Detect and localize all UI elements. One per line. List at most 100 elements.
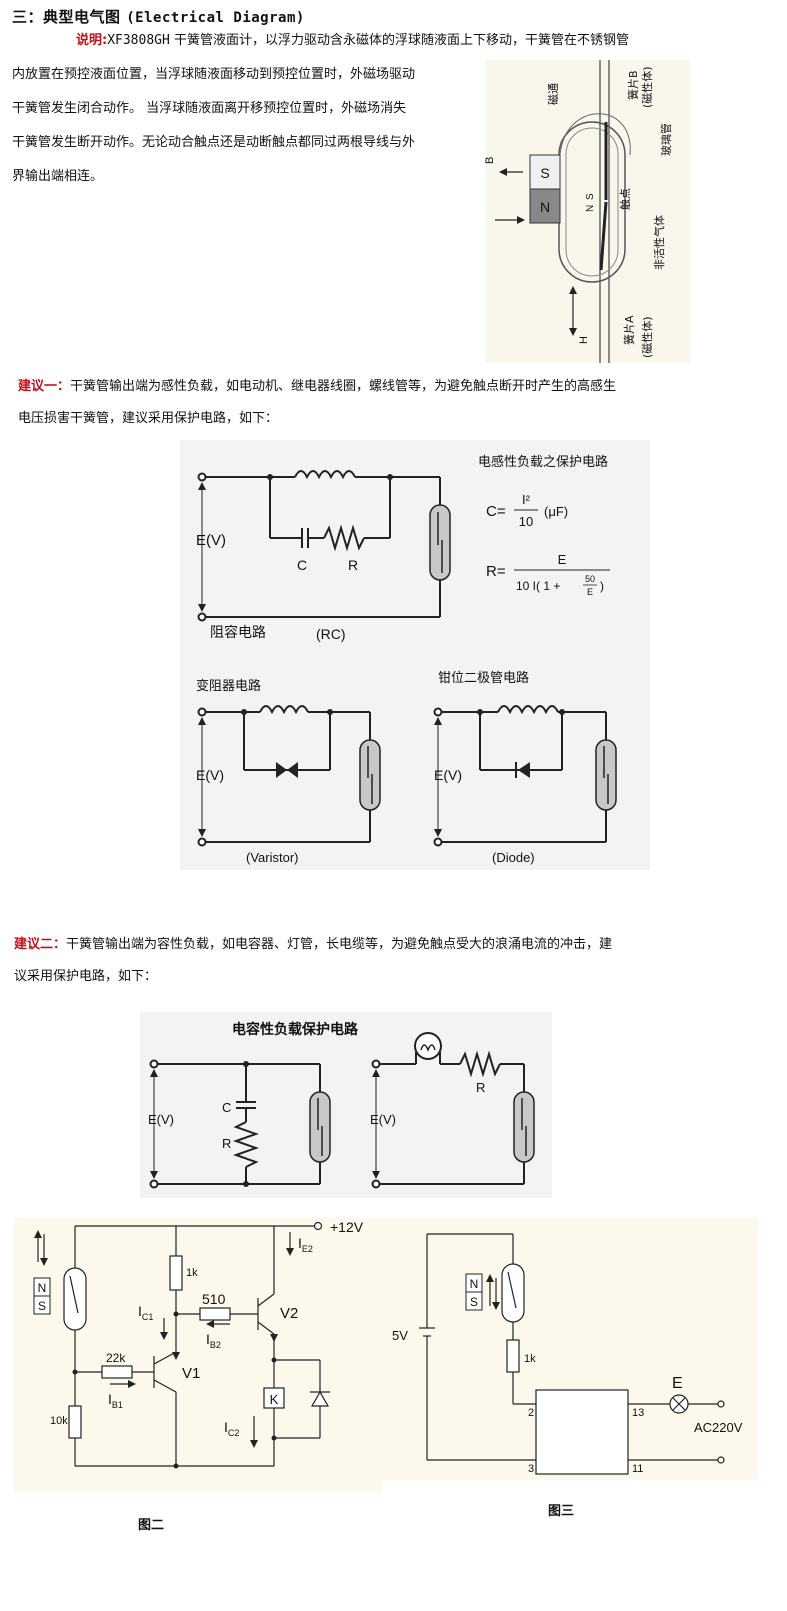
fig2-r10k: 10k (50, 1415, 68, 1427)
section-title-en: (Electrical Diagram) (126, 10, 305, 26)
cap-ev-label-2: E(V) (370, 1112, 396, 1127)
rc-r-label: R (348, 557, 358, 573)
intro-line-2: 内放置在预控液面位置，当浮球随液面移动到预控位置时，外磁场驱动 (12, 67, 416, 82)
fig2-magnet-icon (33, 1277, 51, 1315)
diode-en-label: (Diode) (492, 850, 535, 865)
cap-reed-icon-2 (513, 1091, 535, 1163)
gas-label: 非活性气体 (652, 215, 666, 270)
cap-ev-label-1: E(V) (148, 1112, 174, 1127)
cap-r-label-2: R (476, 1080, 485, 1095)
suggestion2-line-1: 建议二：干簧管输出端为容性负载，如电容器、灯管，长电缆等，为避免触点受大的浪涌电… (14, 932, 612, 958)
diode-ev-label: E(V) (434, 767, 462, 783)
fig2-magnet-n: N (38, 1281, 47, 1295)
fig2-caption: 图二 (138, 1518, 165, 1533)
diode-icon (515, 762, 530, 778)
varistor-ev-label: E(V) (196, 767, 224, 783)
figure-2-circuit: N S +12V IE2 1k 510 IC1 IB2 V2 22k IB1 V… (14, 1218, 382, 1492)
fig2-r1k: 1k (186, 1267, 198, 1279)
magnet-n (529, 188, 561, 224)
contact-label: 触点 (618, 188, 632, 210)
cap-r-label: R (222, 1136, 231, 1151)
suggestion2-line-2: 议采用保护电路，如下： (14, 969, 158, 984)
varistor-cn-label: 变阻器电路 (196, 678, 261, 694)
formula-r-close: ) (600, 579, 604, 593)
fig2-v2: V2 (280, 1305, 298, 1322)
reed-b-label: 簧片B (626, 70, 640, 100)
fig2-supply: +12V (330, 1219, 364, 1235)
fig3-lamp-label: E (672, 1375, 683, 1392)
figure-3-circuit: N S 5V 1k 2 3 13 11 E AC220V (382, 1218, 758, 1480)
formula-r-frac-den: E (587, 587, 593, 597)
formula-c-num: I² (522, 492, 531, 507)
inductive-title: 电感性负载之保护电路 (478, 454, 608, 470)
fig2-ib2: IB2 (206, 1331, 221, 1350)
fig2-r22k: 22k (106, 1351, 126, 1365)
fig3-pin2: 2 (528, 1407, 534, 1419)
fig3-pin13: 13 (632, 1407, 644, 1419)
inductive-protection-figure: E(V) C R 阻容电路 (RC) 电感性负载之保护电路 C= I² 10 (… (180, 440, 650, 870)
fig2-v1: V1 (182, 1365, 200, 1382)
fig3-caption: 图三 (548, 1504, 575, 1519)
intro-line-1: 说明:XF3808GH 干簧管液面计，以浮力驱动含永磁体的浮球随液面上下移动，干… (76, 28, 716, 54)
capacitive-protection-figure: 电容性负载保护电路 E(V) C R (140, 1012, 552, 1198)
arrow-down-icon (569, 328, 577, 336)
magnet-s-label: S (540, 165, 549, 181)
suggestion1-line-2: 电压损害干簧管，建议采用保护电路，如下： (18, 411, 279, 426)
fig2-r510: 510 (202, 1291, 226, 1307)
fig3-magnet-icon (465, 1273, 483, 1311)
formula-r-den: 10 I( 1 + (516, 579, 560, 593)
reed-switch-figure: S N B H S N 磁通 簧片B (磁性体) 玻璃管 触点 非活性气体 簧片… (485, 60, 690, 363)
fig3-5v: 5V (392, 1328, 408, 1343)
contact-s-label: S (585, 193, 596, 200)
contact-n-label: N (585, 205, 596, 212)
reed-a-sub-label: (磁性体) (640, 316, 654, 358)
rc-en-label: (RC) (316, 626, 346, 642)
suggestion1-label: 建议一： (18, 379, 71, 394)
fig3-magnet-s: S (470, 1295, 478, 1309)
suggestion2-label: 建议二： (14, 937, 67, 952)
fig2-k: K (270, 1392, 279, 1407)
rc-c-label: C (297, 557, 307, 573)
formula-c-lhs: C= (486, 503, 506, 520)
section-heading: 三：典型电气图 (Electrical Diagram) (12, 6, 305, 27)
diode-cn-label: 钳位二极管电路 (438, 670, 529, 686)
intro-model: XF3808GH (107, 33, 170, 48)
reed-b-sub-label: (磁性体) (640, 66, 654, 108)
intro-label: 说明: (76, 33, 108, 48)
fig2-ic1: IC1 (138, 1303, 153, 1322)
intro-text-1: 干簧管液面计，以浮力驱动含永磁体的浮球随液面上下移动，干簧管在不锈钢管 (169, 33, 629, 48)
capacitive-title: 电容性负载保护电路 (232, 1021, 359, 1038)
fig2-ie2: IE2 (298, 1235, 313, 1254)
arrow-up-icon (569, 286, 577, 294)
arrow-in-icon (517, 216, 525, 224)
formula-r-num: E (558, 552, 567, 567)
formula-r-lhs: R= (486, 563, 506, 580)
fig3-magnet-n: N (470, 1277, 479, 1291)
reed-a-label: 簧片A (622, 315, 636, 345)
fig3-pin3: 3 (528, 1463, 534, 1475)
rc-ev-label: E(V) (196, 532, 226, 549)
intro-line-3: 干簧管发生闭合动作。 当浮球随液面离开移预控位置时，外磁场消失 (12, 101, 407, 116)
intro-line-4: 干簧管发生断开动作。无论动合触点还是动断触点都同过两根导线与外 (12, 135, 416, 150)
rc-cn-label: 阻容电路 (210, 624, 266, 641)
formula-c-unit: (μF) (544, 504, 568, 519)
flux-label: 磁通 (547, 83, 560, 105)
arrow-b-icon (499, 168, 507, 176)
fig2-ib1: IB1 (108, 1391, 123, 1410)
fig3-lamp-icon (669, 1394, 689, 1414)
diode-reed-icon (595, 739, 617, 811)
rc-reed-icon (429, 504, 451, 581)
fig2-ic2: IC2 (224, 1419, 239, 1438)
varistor-reed-icon (359, 739, 381, 811)
suggestion1-line-1: 建议一：干簧管输出端为感性负载，如电动机、继电器线圈，螺线管等，为避免触点断开时… (18, 374, 616, 400)
fig2-magnet-s: S (38, 1299, 46, 1313)
fig2-diode-icon (310, 1390, 330, 1407)
section-title: 三：典型电气图 (12, 8, 121, 26)
fig3-ac: AC220V (694, 1420, 743, 1435)
glass-label: 玻璃管 (659, 123, 673, 156)
cap-reed-icon-1 (309, 1091, 331, 1163)
fig3-pin11: 11 (632, 1463, 643, 1475)
suggestion1-text-1: 干簧管输出端为感性负载，如电动机、继电器线圈，螺线管等，为避免触点断开时产生的高… (70, 379, 617, 394)
arrow-h-label: H (578, 336, 590, 344)
arrow-b-label: B (485, 157, 496, 164)
